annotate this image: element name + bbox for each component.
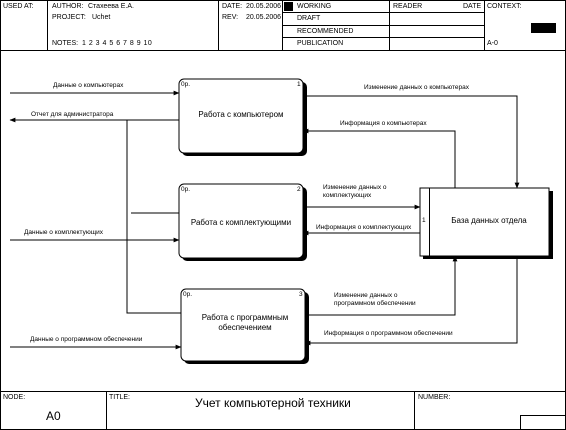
notes-label: NOTES:	[52, 40, 79, 47]
label-in-parts: Данные о комплектующих	[24, 229, 103, 236]
footer-grid	[0, 391, 566, 430]
status-draft: DRAFT	[297, 15, 321, 22]
label-in-computers: Данные о компьютерах	[53, 82, 124, 89]
store-number: 1	[422, 217, 426, 224]
status-recommended: RECOMMENDED	[297, 28, 354, 35]
project-value: Uchet	[92, 14, 111, 21]
box-3-title[interactable]: Работа с программным обеспечением	[201, 313, 289, 332]
box-3-number: 3	[299, 291, 303, 298]
author-value: Стахеева Е.А.	[88, 3, 134, 10]
activity-box-3-shape	[180, 288, 309, 364]
context-node: A-0	[487, 40, 498, 47]
arrow-change-soft	[305, 255, 458, 316]
arrow-change-computers	[303, 95, 520, 189]
project-label: PROJECT:	[52, 14, 86, 21]
label-change-soft: Изменение данных о программном обеспечен…	[334, 292, 416, 307]
reader-date-label: DATE	[463, 3, 482, 10]
box-2-title[interactable]: Работа с комплектующими	[190, 218, 292, 227]
label-change-parts: Изменение данных о комплектующих	[323, 184, 387, 199]
store-title[interactable]: База данных отдела	[451, 216, 527, 225]
used-at-label: USED AT:	[3, 3, 34, 10]
label-info-computers: Информация о компьютерах	[340, 120, 427, 127]
data-store-shape	[419, 187, 553, 259]
box-3-code: 0р.	[183, 291, 193, 298]
number-label: NUMBER:	[418, 394, 451, 401]
activity-box-2-shape	[178, 183, 307, 261]
box-2-code: 0р.	[181, 186, 191, 193]
reader-label: READER	[393, 3, 423, 10]
label-out-admin: Отчет для администратора	[31, 111, 114, 118]
label-info-soft: Информация о программном обеспечении	[324, 330, 453, 337]
rev-value: 20.05.2006	[246, 14, 282, 21]
arrows	[9, 90, 520, 350]
rev-label: REV:	[222, 14, 239, 21]
box-1-number: 1	[297, 81, 301, 88]
box-2-number: 2	[297, 186, 301, 193]
context-label: CONTEXT:	[487, 3, 522, 10]
context-marker	[531, 23, 556, 33]
title-label: TITLE:	[109, 394, 131, 401]
box-1-code: 0р.	[181, 81, 191, 88]
node-label: NODE:	[3, 394, 26, 401]
arrow-info-soft	[304, 256, 518, 346]
notes-value: 1 2 3 4 5 6 7 8 9 10	[82, 40, 153, 47]
header-grid	[0, 0, 566, 51]
label-info-parts: Информация о комплектующих	[316, 224, 412, 231]
label-change-computers: Изменение данных о компьютерах	[364, 84, 469, 91]
status-working: WORKING	[297, 3, 332, 10]
node-value: A0	[46, 409, 61, 423]
working-marker	[284, 2, 293, 11]
status-publication: PUBLICATION	[297, 40, 344, 47]
author-label: AUTHOR:	[52, 3, 84, 10]
date-label: DATE:	[222, 3, 243, 10]
arrow-info-computers	[302, 128, 456, 188]
label-in-soft: Данные о программном обеспечении	[30, 336, 143, 343]
activity-box-1-shape	[178, 78, 307, 156]
diagram-title: Учет компьютерной техники	[195, 396, 351, 410]
box-1-title[interactable]: Работа с компьютером	[198, 110, 284, 119]
date-value: 20.05.2006	[246, 3, 282, 10]
